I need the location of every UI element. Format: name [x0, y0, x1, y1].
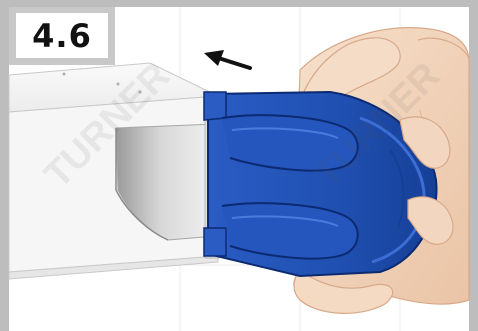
arrow-left-icon: [204, 50, 250, 68]
step-number-box: 4.6: [9, 7, 115, 65]
step-number-inner: 4.6: [16, 13, 108, 58]
step-number-label: 4.6: [32, 17, 92, 55]
